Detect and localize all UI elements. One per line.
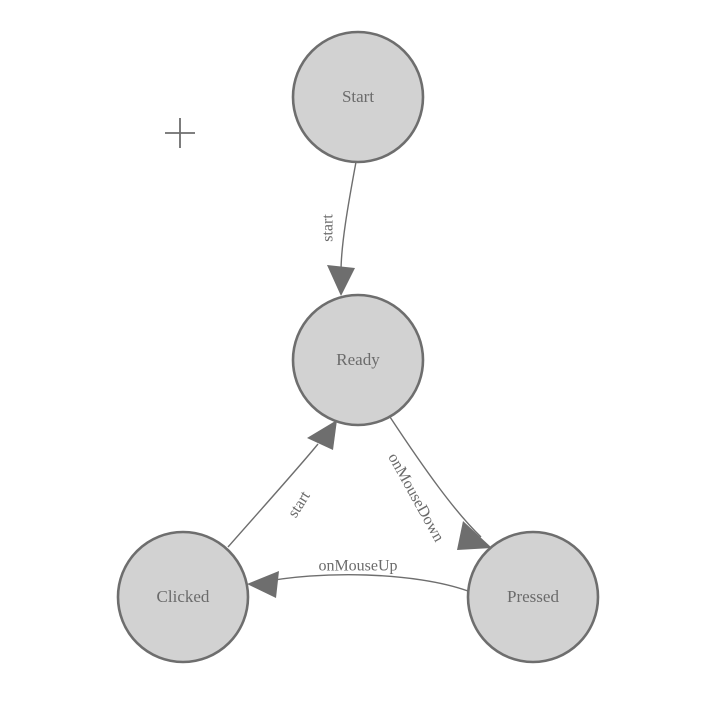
node-circle (291, 30, 425, 164)
node-clicked[interactable]: Clicked (116, 530, 250, 664)
edge-label-pressed-to-clicked: onMouseUp (318, 558, 397, 575)
arrowhead-icon (457, 521, 492, 550)
arrowhead-icon (307, 420, 337, 450)
edge-line (340, 161, 357, 273)
edge-label-ready-to-pressed: onMouseDown (384, 450, 447, 545)
node-circle (466, 530, 600, 664)
edge-line (389, 416, 482, 538)
edge-line (227, 443, 319, 548)
plus-marker-icon (165, 118, 195, 148)
node-label-start: Start (342, 87, 374, 106)
edge-start-to-ready[interactable]: start (320, 161, 357, 296)
edge-label-clicked-to-ready: start (285, 488, 314, 521)
node-pressed[interactable]: Pressed (466, 530, 600, 664)
node-circle (116, 530, 250, 664)
edge-line (257, 574, 469, 592)
node-start[interactable]: Start (291, 30, 425, 164)
edge-ready-to-pressed[interactable]: onMouseDown (384, 416, 492, 550)
arrowhead-icon (247, 571, 279, 598)
node-ready[interactable]: Ready (291, 293, 425, 427)
node-circle (291, 293, 425, 427)
arrowhead-icon (327, 265, 355, 296)
edge-label-start-to-ready: start (320, 214, 337, 242)
node-label-clicked: Clicked (157, 587, 210, 606)
edge-pressed-to-clicked[interactable]: onMouseUp (247, 558, 469, 598)
edge-clicked-to-ready[interactable]: start (227, 420, 337, 548)
node-label-pressed: Pressed (507, 587, 559, 606)
node-label-ready: Ready (336, 350, 380, 369)
